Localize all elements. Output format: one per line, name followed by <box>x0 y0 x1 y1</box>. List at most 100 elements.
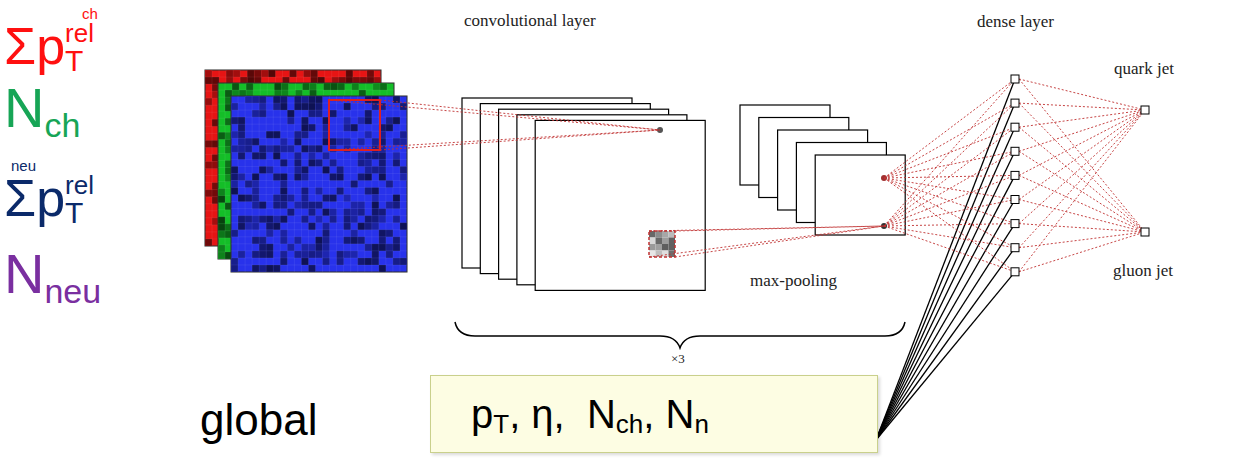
pixel <box>393 244 400 251</box>
pixel <box>372 195 379 202</box>
pixel <box>246 83 253 90</box>
pixel <box>301 103 308 110</box>
neutral-pt-image <box>231 96 407 272</box>
pixel <box>301 173 308 180</box>
pixel <box>280 180 287 187</box>
pixel <box>231 103 238 110</box>
grid-line <box>392 96 393 272</box>
output-label: gluon jet <box>1111 261 1175 280</box>
pixel <box>294 96 301 103</box>
pixel <box>218 245 225 252</box>
pixel <box>273 265 280 272</box>
pixel <box>386 202 393 209</box>
global-link <box>876 175 1015 440</box>
pixel <box>287 209 294 216</box>
pixel <box>662 231 669 238</box>
pixel <box>308 145 315 152</box>
grid-line <box>218 90 394 91</box>
pixel <box>344 195 351 202</box>
pixel <box>656 244 663 251</box>
pixel <box>287 117 294 124</box>
grid-line <box>231 159 407 160</box>
pixel <box>331 83 338 90</box>
output-link <box>1019 175 1145 232</box>
grid-line <box>399 96 400 272</box>
pixel <box>311 70 318 77</box>
grid-line <box>385 96 386 272</box>
pixel <box>669 231 676 238</box>
pixel <box>308 152 315 159</box>
pixel <box>346 70 353 77</box>
pixel <box>252 237 259 244</box>
pixel <box>238 152 245 159</box>
pixel <box>205 190 212 197</box>
pixel <box>372 251 379 258</box>
repeat-label: ×3 <box>669 351 687 366</box>
pixel <box>273 131 280 138</box>
pixel <box>280 258 287 265</box>
pixel <box>266 251 273 258</box>
pixel <box>315 188 322 195</box>
pixel <box>301 131 308 138</box>
pixel <box>280 237 287 244</box>
grid-line <box>218 83 394 84</box>
pixel <box>386 230 393 237</box>
pixel <box>669 238 676 245</box>
pixel <box>301 195 308 202</box>
dense-link <box>884 178 1015 248</box>
output-label: quark jet <box>1112 60 1176 77</box>
global-link <box>876 127 1015 440</box>
grid-line <box>205 77 381 78</box>
pixel <box>344 124 351 131</box>
pixel <box>266 145 273 152</box>
grid-line <box>287 96 288 272</box>
pixel <box>337 138 344 145</box>
pixel <box>281 83 288 90</box>
pixel <box>308 209 315 216</box>
layer-label: convolutional layer <box>462 12 598 29</box>
output-neuron <box>1141 106 1149 114</box>
pixel <box>259 96 266 103</box>
pixel <box>344 216 351 223</box>
pixel <box>294 237 301 244</box>
pixel <box>238 138 245 145</box>
pixel <box>337 166 344 173</box>
grid-line <box>231 194 407 195</box>
pixel <box>358 173 365 180</box>
pixel <box>301 216 308 223</box>
global-link <box>876 224 1015 440</box>
grid-line <box>280 96 281 272</box>
pixel <box>351 216 358 223</box>
grid-line <box>231 173 407 174</box>
pixel <box>358 138 365 145</box>
pixel <box>268 70 275 77</box>
pixel <box>358 159 365 166</box>
pixel <box>379 230 386 237</box>
pixel <box>273 216 280 223</box>
grid-line <box>231 243 407 244</box>
pixel <box>301 258 308 265</box>
pixel <box>252 110 259 117</box>
layer-label: dense layer <box>975 12 1056 31</box>
pixel <box>259 202 266 209</box>
pixel <box>337 173 344 180</box>
pixel <box>358 117 365 124</box>
pixel <box>301 244 308 251</box>
dense-neuron <box>1011 220 1019 228</box>
pixel <box>365 166 372 173</box>
grid-line <box>212 70 213 246</box>
dense-neuron <box>1011 244 1019 252</box>
pixel <box>337 251 344 258</box>
grid-line <box>259 96 260 272</box>
pixel <box>266 216 273 223</box>
output-link <box>1019 110 1145 200</box>
pixel <box>330 209 337 216</box>
pixel <box>273 195 280 202</box>
pixel <box>252 251 259 258</box>
jet-images <box>205 70 407 272</box>
dense-neuron <box>1011 196 1019 204</box>
pixel <box>662 244 669 251</box>
pixel <box>238 131 245 138</box>
pixel <box>238 216 245 223</box>
dense-neuron <box>1011 171 1019 179</box>
